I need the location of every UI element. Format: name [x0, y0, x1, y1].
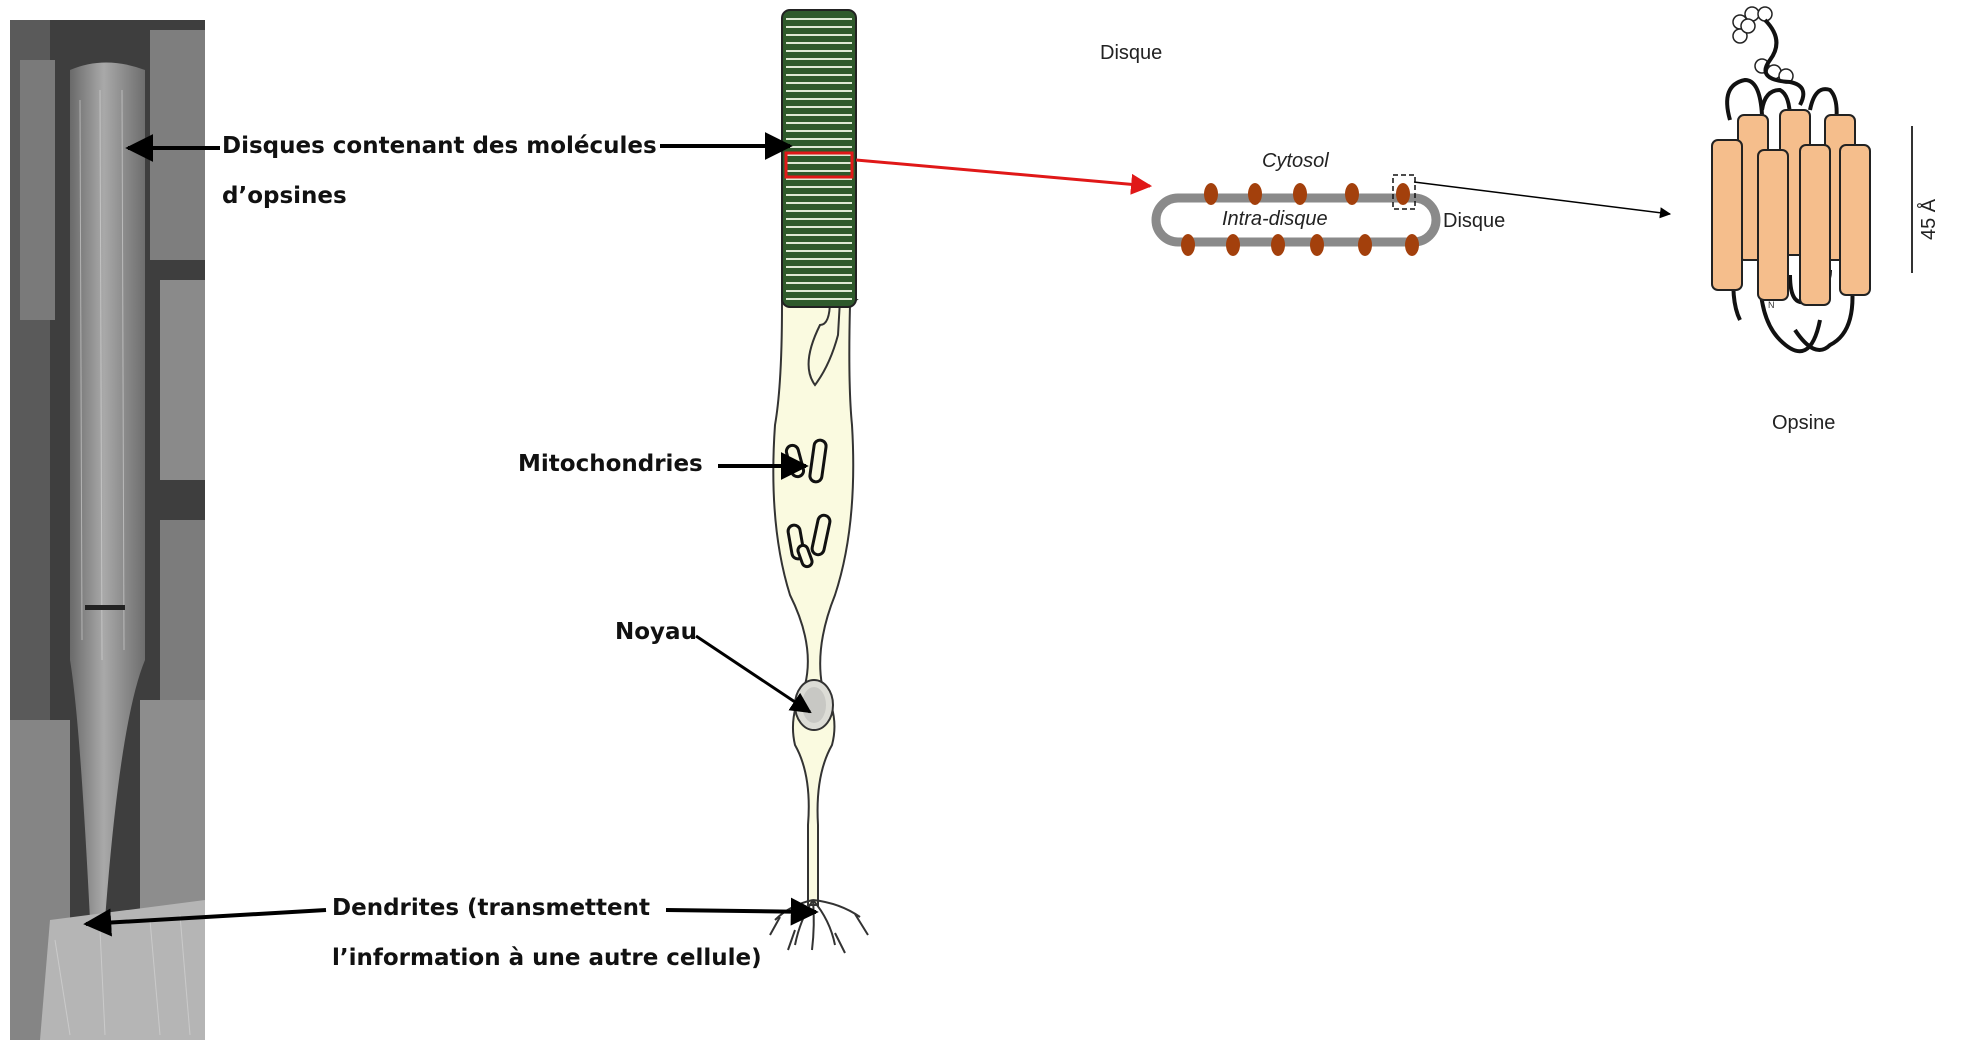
arrow-red-zoom [856, 160, 1150, 186]
scale-label: 45 Å [1918, 199, 1941, 240]
phosphate-groups [1733, 7, 1793, 83]
arrow-dendrites-to-sem [86, 910, 326, 924]
arrow-dendrites-to-cell [666, 910, 816, 912]
svg-text:N: N [1768, 300, 1775, 310]
opsin-label: Opsine [1772, 412, 1835, 435]
arrow-nucleus [696, 636, 810, 712]
cytosol-label: Cytosol [1262, 150, 1329, 173]
label-dendrites: Dendrites (transmettent [332, 890, 650, 927]
disk-side-label: Disque [1443, 210, 1505, 233]
label-mitochondria: Mitochondries [518, 446, 703, 483]
scale-bar [1911, 126, 1913, 273]
intra-disk-label: Intra-disque [1222, 208, 1328, 231]
label-disks: Disques contenant des molécules [222, 128, 657, 165]
label-nucleus: Noyau [615, 614, 697, 651]
disk-panel-title: Disque [1100, 42, 1162, 65]
label-disks-line2: d’opsines [222, 178, 347, 215]
opsin-structure: N . [1700, 0, 1880, 420]
label-dendrites-line2: l’information à une autre cellule) [332, 940, 762, 977]
